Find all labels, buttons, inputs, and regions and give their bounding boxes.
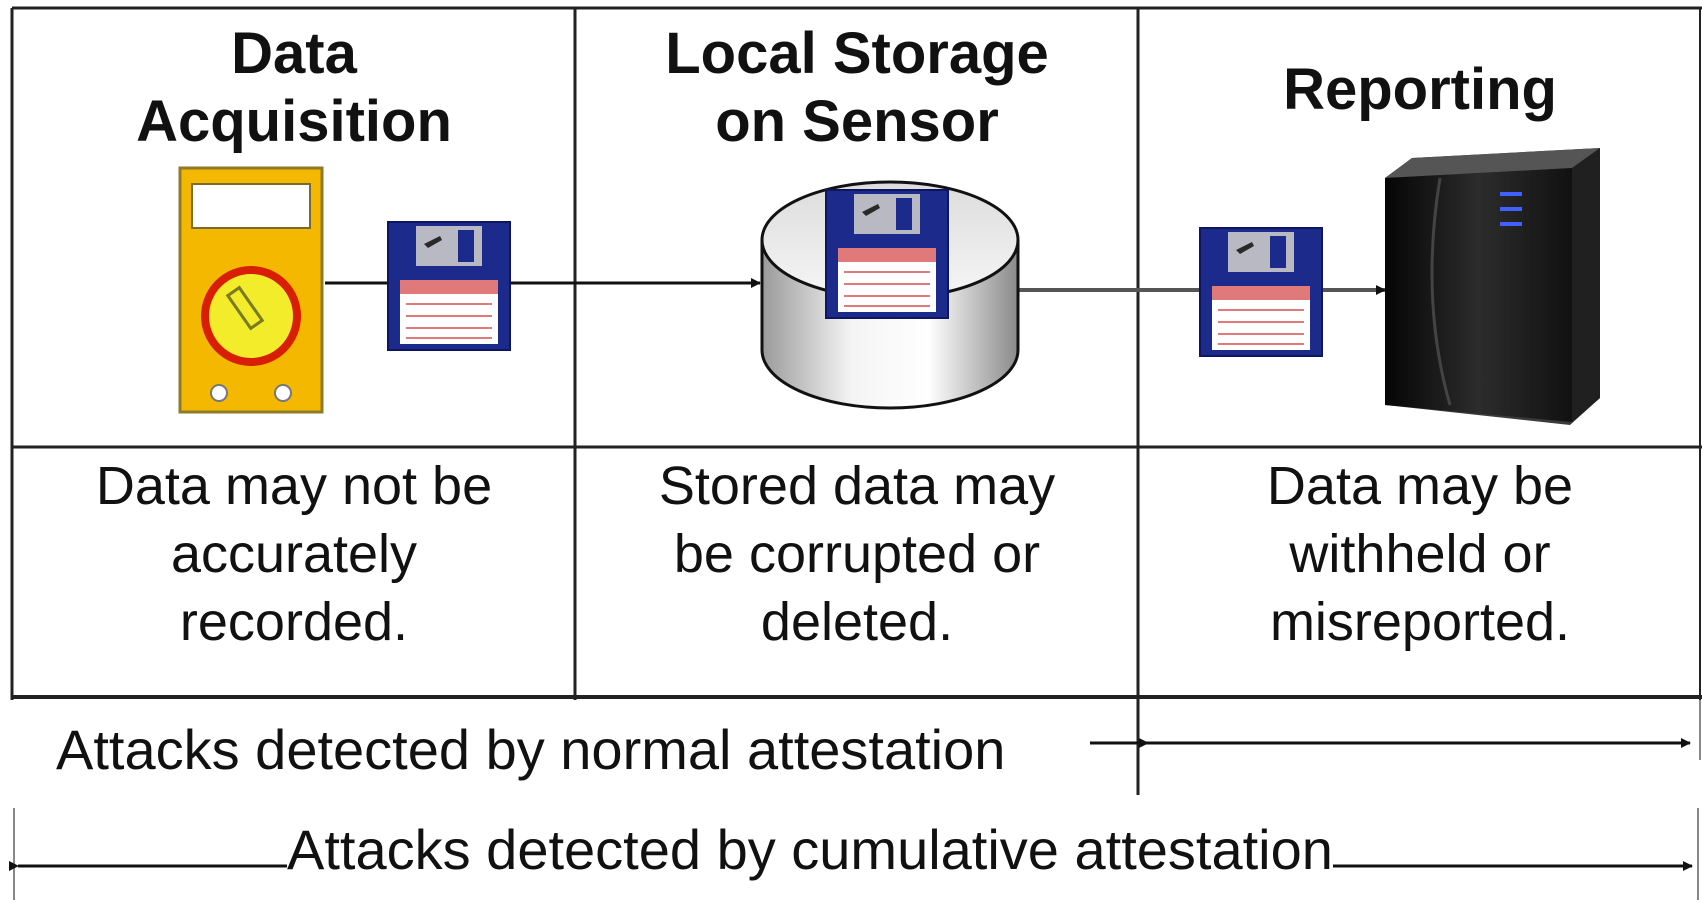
floppy-disk-icon	[1199, 227, 1323, 357]
caption-normal-attestation: Attacks detected by normal attestation	[56, 718, 1006, 781]
header-reporting: Reporting	[1140, 56, 1700, 124]
description-local-storage: Stored data may be corrupted or deleted.	[577, 452, 1137, 656]
header-line: Acquisition	[136, 89, 452, 154]
description-line: Data may not be	[95, 456, 493, 516]
description-line: recorded.	[179, 592, 409, 652]
header-local-storage: Local Storage on Sensor	[577, 20, 1137, 156]
description-line: misreported.	[1269, 592, 1571, 652]
header-line: Data	[231, 21, 357, 86]
floppy-disk-icon	[825, 189, 949, 319]
header-line: Reporting	[1283, 57, 1557, 122]
table-grid	[10, 6, 1702, 900]
server-tower-icon	[1385, 148, 1600, 425]
description-line: withheld or	[1289, 524, 1551, 584]
description-line: Data may be	[1266, 456, 1574, 516]
description-line: be corrupted or	[673, 524, 1041, 584]
caption-cumulative-attestation: Attacks detected by cumulative attestati…	[287, 818, 1333, 882]
description-reporting: Data may be withheld or misreported.	[1140, 452, 1700, 656]
header-line: Local Storage	[665, 21, 1049, 86]
header-data-acquisition: Data Acquisition	[14, 20, 574, 156]
description-data-acquisition: Data may not be accurately recorded.	[14, 452, 574, 656]
description-line: Stored data may	[658, 456, 1056, 516]
header-line: on Sensor	[715, 89, 999, 154]
description-line: deleted.	[760, 592, 954, 652]
multimeter-icon	[178, 166, 324, 414]
floppy-disk-icon	[387, 221, 511, 351]
description-line: accurately	[170, 524, 418, 584]
